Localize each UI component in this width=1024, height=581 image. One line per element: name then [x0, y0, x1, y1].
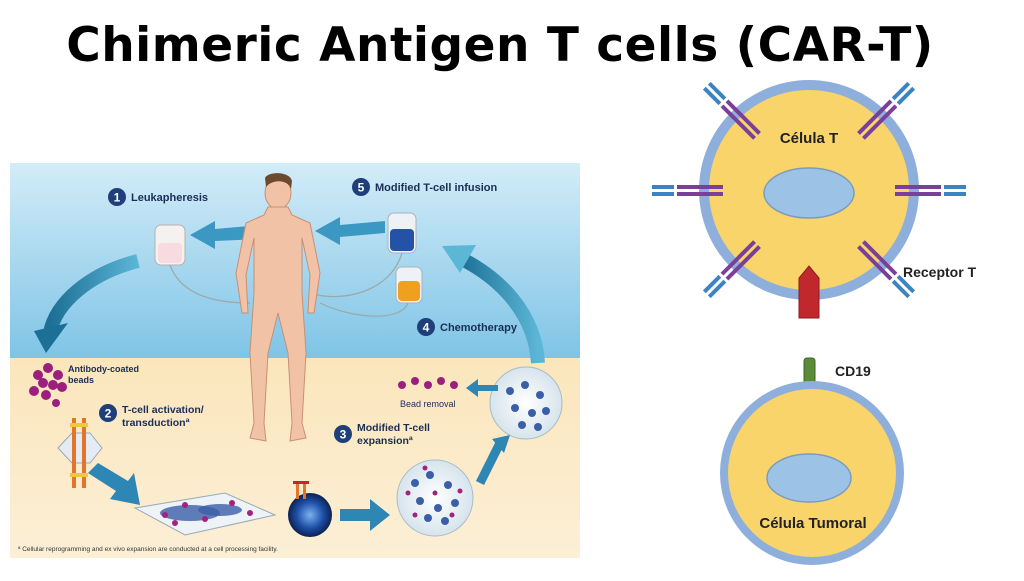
t-cell-nucleus: [763, 167, 855, 219]
activation-cell: [57, 418, 103, 488]
receptor-left: [652, 185, 723, 196]
antibody-coated-beads: [29, 363, 67, 407]
arrow-bead-removal: [466, 379, 498, 397]
arrow-expansion-to-infusion: [456, 251, 545, 364]
footnote: ª Cellular reprogramming and ex vivo exp…: [18, 546, 278, 553]
step-2-label-line2: transductionª: [122, 417, 190, 429]
step-1-label: Leukapheresis: [131, 192, 208, 204]
cd19-label: CD19: [835, 363, 871, 379]
tumor-cell-label: Célula Tumoral: [759, 515, 866, 532]
arrow-bag-to-body: [315, 217, 385, 245]
arrow-body-to-bag: [190, 221, 260, 249]
step-4-label: Chemotherapy: [440, 322, 518, 334]
bead-removal-label: Bead removal: [400, 399, 456, 409]
step-1-leukapheresis: 1 Leukapheresis: [108, 188, 208, 206]
removed-beads: [398, 377, 458, 389]
step-5-number: 5: [358, 181, 365, 195]
bead-removal-dish: [489, 366, 563, 440]
car-receptor: [798, 265, 820, 319]
slide-title: Chimeric Antigen T cells (CAR-T): [66, 18, 934, 73]
patient-figure: [235, 173, 321, 442]
step-4-chemotherapy: 4 Chemotherapy: [417, 318, 518, 336]
tumor-cell-nucleus: [766, 453, 852, 503]
step-3-label-line1: Modified T-cell: [357, 422, 430, 434]
arrow-head-up: [492, 435, 510, 453]
arrow-head-down-left: [34, 323, 68, 353]
tumor-cell: Célula Tumoral: [720, 381, 904, 565]
t-cell-label: Célula T: [780, 130, 838, 147]
beads-label-line1: Antibody-coated: [68, 364, 139, 374]
step-3-expansion: 3 Modified T-cell expansionª: [334, 422, 430, 447]
chemotherapy-bag: [319, 266, 423, 317]
step-2-number: 2: [105, 407, 112, 421]
arrow-head-up-left: [442, 245, 476, 273]
arrow-leukapheresis-to-beads: [43, 254, 140, 335]
receptor-right: [895, 185, 966, 196]
arrow-to-culture-bag: [88, 463, 140, 505]
step-1-number: 1: [114, 191, 121, 205]
modified-cell-bag: [309, 212, 417, 298]
modified-t-cell: [288, 481, 332, 537]
expansion-dish: [396, 459, 474, 537]
culture-bag: [133, 492, 277, 536]
beads-label-line2: beads: [68, 375, 94, 385]
step-3-number: 3: [340, 428, 347, 442]
receptor-upper-left: [702, 81, 761, 140]
step-4-number: 4: [423, 321, 430, 335]
receptor-upper-right: [857, 81, 916, 140]
receptor-lower-right: [857, 240, 916, 299]
car-t-process-illustration: 1 Leukapheresis 5 Modified T-cell infusi…: [10, 163, 580, 558]
receptor-t-label: Receptor T: [903, 264, 977, 280]
step-2-activation: 2 T-cell activation/ transductionª: [99, 404, 204, 429]
receptor-lower-left: [702, 240, 761, 299]
step-2-label-line1: T-cell activation/: [122, 404, 204, 416]
leukapheresis-bag: [154, 224, 251, 304]
step-3-label-line2: expansionª: [357, 435, 413, 447]
step-5-label: Modified T-cell infusion: [375, 182, 498, 194]
car-t-cell-diagram: Célula T Receptor T: [600, 60, 1024, 576]
step-5-infusion: 5 Modified T-cell infusion: [352, 178, 498, 196]
arrow-to-expansion-dish: [340, 499, 390, 531]
